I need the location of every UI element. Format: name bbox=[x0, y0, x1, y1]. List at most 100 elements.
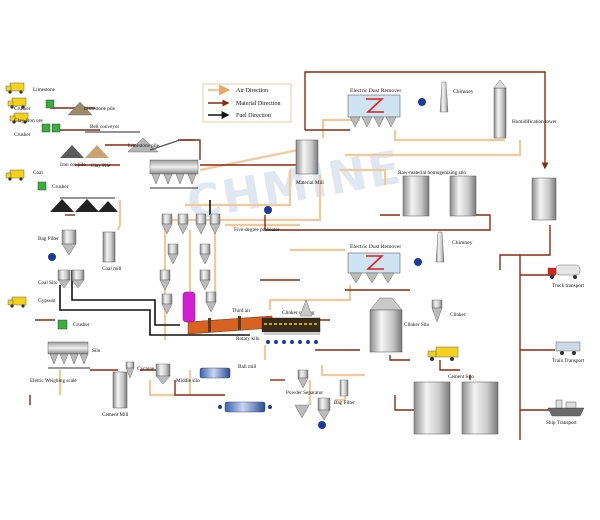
preheater-tower-icon bbox=[159, 213, 221, 315]
middle-silo-label: Middle silo bbox=[176, 378, 200, 384]
storage-silo-icon bbox=[531, 177, 557, 221]
legend-fuel-label: Fuel Direction bbox=[236, 113, 271, 119]
ball-mill-icon bbox=[199, 367, 231, 379]
coal-label: Coal bbox=[33, 170, 43, 176]
chimney-icon-2 bbox=[435, 231, 445, 263]
material-mill-icon bbox=[295, 139, 319, 175]
clinker-section: Electric Dust Remover Chimney Clinker Si… bbox=[347, 231, 473, 361]
truck-transport-label: Truck transport bbox=[552, 283, 584, 289]
cyclone-icon bbox=[125, 361, 135, 379]
material-mill-label: Material Mill bbox=[296, 180, 324, 186]
crusher-icon bbox=[45, 99, 55, 109]
truck-icon bbox=[5, 82, 25, 94]
bag-filter-label: Bag Filter bbox=[38, 236, 59, 242]
bag-filter-icon bbox=[61, 229, 77, 256]
cement-grinding-section: Gypsum Crusher Silo Eletric Weighing sca… bbox=[7, 296, 355, 429]
iron-ore-pile-icon bbox=[60, 145, 84, 158]
limestone-label: Limestone bbox=[33, 87, 56, 93]
fan-icon bbox=[264, 206, 272, 214]
electric-dust-remover-label-2: Electric Dust Remover bbox=[350, 244, 401, 250]
ball-mill-label: Ball mill bbox=[238, 364, 257, 370]
crusher-icon bbox=[37, 181, 47, 191]
chimney-label: Chimney bbox=[453, 89, 474, 95]
electric-dust-remover-label: Electric Dust Remover bbox=[350, 88, 401, 94]
coal-mill-label: Coal mill bbox=[102, 266, 122, 272]
cement-silo-icon-2 bbox=[461, 381, 499, 435]
cement-silo-icon bbox=[413, 381, 451, 435]
limestone-pile-label-2: Limestone pile bbox=[128, 143, 160, 149]
limestone-pile-icon-2 bbox=[127, 137, 159, 153]
belt-conveyor-label: Belt conveyor bbox=[90, 124, 120, 130]
crusher-icon bbox=[51, 123, 61, 133]
crusher-label-2: Crusher bbox=[14, 132, 31, 138]
feed-hoppers-icon bbox=[149, 159, 199, 189]
train-transport-label: Train Transport bbox=[552, 358, 585, 364]
rotary-kiln-icon bbox=[187, 315, 273, 335]
limestone-pile-label: Limestone pile bbox=[84, 106, 116, 112]
raw-mill-section: Material Mill Electric Dust Remover Chim… bbox=[264, 79, 557, 221]
truck-icon bbox=[427, 346, 459, 361]
crusher-icon bbox=[57, 319, 68, 330]
cement-mill-icon bbox=[112, 371, 128, 409]
coal-mill-icon bbox=[102, 231, 116, 263]
calciner-icon bbox=[182, 291, 196, 323]
raw-material-section: Limestone Crusher Clay, Iron ore Crusher… bbox=[5, 82, 199, 189]
legend-air-label: Air Direction bbox=[236, 88, 268, 94]
coal-pile-icon bbox=[98, 201, 118, 212]
cyclone-label: Cyclone bbox=[137, 366, 155, 372]
cement-mill-label: Cement Mill bbox=[102, 412, 129, 418]
chimney-icon bbox=[439, 81, 449, 113]
ball-mill-icon-2 bbox=[224, 401, 266, 413]
clinker-silo-label: Clinker Silo bbox=[404, 322, 430, 328]
coal-section: Coal Crusher Bag Filter Coal mill Coal S… bbox=[5, 169, 122, 289]
five-stage-preheater-label: Five-degree preheater bbox=[234, 227, 280, 233]
rotary-kiln-label: Rotary kiln bbox=[236, 336, 260, 342]
electric-dust-remover-icon bbox=[347, 94, 401, 128]
fan-icon bbox=[48, 253, 56, 261]
legend-material-label: Material Direction bbox=[236, 101, 280, 107]
cement-silo-section: Cement Silo Truck transport Train Transp… bbox=[413, 264, 585, 435]
crusher-label-3: Crusher bbox=[52, 184, 69, 190]
clinker-hopper-icon bbox=[431, 299, 443, 323]
iron-ore-pile-label: Iron ore pile bbox=[60, 162, 86, 168]
humidification-tower-icon bbox=[493, 87, 507, 139]
clay-pile-icon bbox=[85, 145, 109, 158]
elevator-icon bbox=[339, 379, 349, 397]
powder-separator-icon bbox=[297, 369, 309, 389]
electric-weighing-scale-label: Eletric Weighing scale bbox=[30, 378, 77, 384]
electric-dust-remover-icon-2 bbox=[347, 252, 401, 284]
clay-iron-ore-label: Clay, Iron ore bbox=[14, 118, 43, 124]
gypsum-label: Gypsum bbox=[38, 298, 56, 304]
truck-icon bbox=[7, 296, 27, 308]
crusher-label-4: Crusher bbox=[73, 322, 90, 328]
limestone-pile-icon bbox=[67, 101, 93, 116]
coal-silo-icon bbox=[57, 269, 85, 289]
legend: Air Direction Material Direction Fuel Di… bbox=[202, 83, 292, 123]
powder-separator-label: Powder Separator bbox=[286, 390, 323, 396]
bag-filter-icon-2 bbox=[317, 397, 331, 421]
crusher-icon bbox=[41, 123, 51, 133]
fan-icon bbox=[418, 98, 426, 106]
coal-pile-icon bbox=[50, 199, 74, 212]
humidification-tower-label: Humidification tower bbox=[512, 118, 557, 125]
tanker-truck-icon bbox=[547, 264, 581, 279]
truck-icon bbox=[9, 112, 29, 124]
ship-transport-label: Ship Transport bbox=[546, 420, 577, 426]
kiln-section: Five-degree preheater bbox=[159, 213, 321, 344]
train-car-icon bbox=[555, 341, 581, 355]
third-air-label: Third air bbox=[232, 308, 251, 314]
chimney-label-2: Chimney bbox=[452, 240, 473, 246]
bag-filter-label-2: Bag Filter bbox=[334, 400, 355, 406]
fan-icon bbox=[414, 258, 422, 266]
separator-cone-icon bbox=[294, 404, 310, 419]
coal-pile-icon bbox=[75, 199, 99, 212]
silo-group-icon bbox=[47, 341, 90, 369]
middle-silo-icon bbox=[155, 363, 171, 385]
clinker-label: Clinker bbox=[450, 312, 466, 318]
crusher-label: Crusher bbox=[14, 106, 31, 112]
raw-material-silo-label: Raw-material homogenizing silo bbox=[398, 170, 466, 176]
fan-icon bbox=[318, 421, 326, 429]
crusher-cone-icon bbox=[299, 299, 313, 317]
